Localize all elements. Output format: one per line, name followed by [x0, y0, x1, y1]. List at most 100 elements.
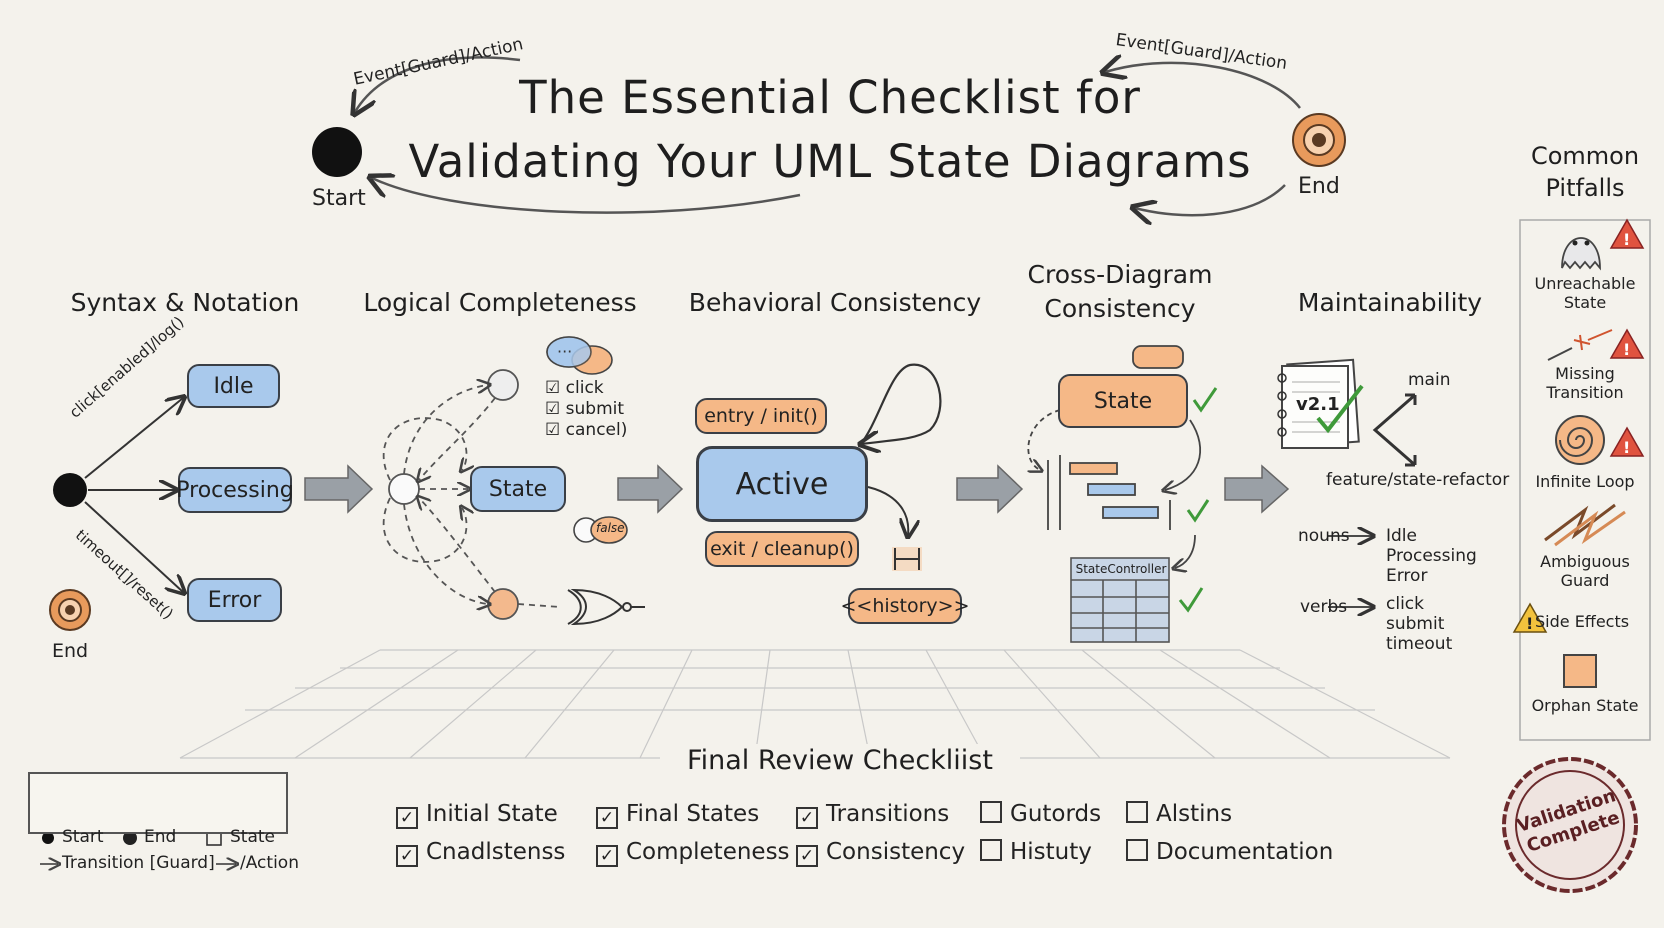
header-arc-top-left — [355, 56, 521, 112]
checklist-item-consistency-1[interactable]: ✓Cnadlstenss — [396, 839, 565, 867]
checklist-item-history[interactable]: Histuty — [980, 839, 1092, 865]
spiral-icon — [1555, 415, 1605, 465]
flow-arrow-3 — [956, 464, 1024, 514]
false-toggle-icon — [573, 516, 628, 544]
warning-icon-4: ! — [1512, 602, 1548, 633]
state-processing[interactable]: Processing — [176, 467, 294, 513]
zigzag-icon — [1544, 503, 1626, 547]
branch-feature-label: feature/state-refactor — [1326, 470, 1510, 490]
warning-icon-3: ! — [1609, 426, 1645, 457]
logical-state[interactable]: State — [470, 466, 566, 512]
legend-state: State — [230, 827, 275, 847]
checklist-item-completeness[interactable]: ✓Completeness — [596, 839, 790, 867]
header-start-dot — [312, 127, 362, 177]
checkbox-checked-icon[interactable]: ✓ — [396, 807, 418, 829]
header-arc-bottom-left — [372, 178, 801, 214]
checklist-item-documentation[interactable]: Documentation — [1126, 839, 1333, 865]
header-arc-top-right — [1105, 63, 1301, 109]
legend-end: End — [144, 827, 177, 847]
branch-main-label: main — [1408, 370, 1451, 390]
entry-action[interactable]: entry / init() — [695, 398, 827, 434]
checkbox-checked-icon[interactable]: ✓ — [596, 845, 618, 867]
warning-icon-1: ! — [1609, 218, 1645, 249]
checklist-item-final-states[interactable]: ✓Final States — [596, 801, 759, 829]
verbs-label: verbs — [1300, 597, 1348, 617]
pitfall-missing-transition: Missing Transition — [1546, 364, 1624, 402]
logical-events-list: ☑ click ☑ submit ☑ cancel) — [545, 378, 627, 441]
perspective-grid — [179, 649, 1451, 759]
broken-arrow-icon — [1547, 329, 1613, 361]
ghost-icon — [1561, 237, 1601, 271]
checkbox-empty-icon[interactable] — [1126, 801, 1148, 823]
square-icon — [1563, 654, 1597, 688]
state-controller-table — [1070, 557, 1170, 643]
title-line-2: Validating Your UML State Diagrams — [408, 135, 1252, 188]
verbs-list: click submit timeout — [1386, 594, 1452, 654]
pitfalls-panel — [1519, 219, 1651, 741]
syntax-start-dot — [53, 473, 87, 507]
checkbox-checked-icon[interactable]: ✓ — [396, 845, 418, 867]
svg-text:!: ! — [1623, 438, 1630, 457]
checklist-item-guards[interactable]: Gutords — [980, 801, 1101, 827]
state-idle[interactable]: Idle — [187, 364, 280, 408]
checkbox-checked-icon[interactable]: ✓ — [796, 807, 818, 829]
checkbox-checked-icon[interactable]: ✓ — [596, 807, 618, 829]
behavioral-section-title: Behavioral Consistency — [688, 288, 982, 317]
branch-icon — [1372, 393, 1417, 467]
final-checklist-title: Final Review Checkliist — [660, 744, 1020, 778]
legend-start: Start — [62, 827, 104, 847]
page-title: The Essential Checklist for Validating Y… — [400, 66, 1260, 194]
nouns-list: Idle Processing Error — [1386, 526, 1477, 586]
notebook-icon — [1277, 358, 1364, 449]
maintainability-section-title: Maintainability — [1297, 288, 1483, 317]
logical-section-title: Logical Completeness — [363, 288, 637, 317]
exit-action[interactable]: exit / cleanup() — [705, 531, 859, 567]
check-marks-icon — [1178, 387, 1218, 613]
validation-stamp — [1502, 757, 1638, 893]
cross-sequence — [1028, 345, 1202, 568]
noun-item: Processing — [1386, 546, 1477, 566]
verb-item: click — [1386, 594, 1424, 614]
checklist-item-consistency[interactable]: ✓Consistency — [796, 839, 965, 867]
version-label: v2.1 — [1296, 394, 1340, 415]
state-controller-label: StateController — [1075, 562, 1167, 576]
cross-state[interactable]: State — [1058, 374, 1188, 428]
checklist-item-actions[interactable]: Alstins — [1126, 801, 1232, 827]
title-line-1: The Essential Checklist for — [519, 71, 1141, 124]
state-active[interactable]: Active — [696, 446, 868, 522]
xor-gate-icon — [567, 588, 645, 626]
pitfall-side-effects: Side Effects — [1535, 612, 1630, 631]
svg-text:!: ! — [1526, 614, 1533, 633]
pitfall-orphan-state: Orphan State — [1531, 696, 1639, 715]
checklist-item-initial-state[interactable]: ✓Initial State — [396, 801, 558, 829]
state-error[interactable]: Error — [187, 578, 282, 622]
header-end-icon — [1292, 113, 1346, 167]
legend — [28, 772, 288, 834]
checkbox-empty-icon[interactable] — [980, 839, 1002, 861]
noun-item: Error — [1386, 566, 1428, 586]
legend-transition: Transition [Guard] — [62, 853, 215, 873]
header-end-label: End — [1298, 174, 1340, 199]
pitfall-unreachable-state: Unreachable State — [1534, 274, 1636, 312]
header-start-label: Start — [312, 186, 366, 211]
syntax-end-label: End — [52, 640, 89, 662]
checkbox-empty-icon[interactable] — [1126, 839, 1148, 861]
svg-text:···: ··· — [557, 342, 572, 361]
logical-graph — [382, 369, 561, 620]
header-arc-bottom-right — [1135, 184, 1286, 215]
pitfalls-title: Common Pitfalls — [1530, 142, 1640, 202]
cross-section-title: Cross-Diagram Consistency — [1027, 260, 1213, 323]
flow-arrow-1 — [304, 464, 374, 514]
checkbox-checked-icon[interactable]: ✓ — [796, 845, 818, 867]
flow-arrow-2 — [617, 464, 684, 514]
event-cancel: ☑ cancel) — [545, 420, 628, 440]
to-history-arrow — [867, 486, 908, 535]
false-label: false — [596, 521, 625, 535]
checklist-item-transitions[interactable]: ✓Transitions — [796, 801, 949, 829]
history-h-icon — [892, 547, 922, 571]
checkbox-empty-icon[interactable] — [980, 801, 1002, 823]
history-state[interactable]: <<history>> — [840, 588, 970, 624]
verb-item: timeout — [1386, 634, 1453, 654]
syntax-section-title: Syntax & Notation — [70, 288, 300, 317]
